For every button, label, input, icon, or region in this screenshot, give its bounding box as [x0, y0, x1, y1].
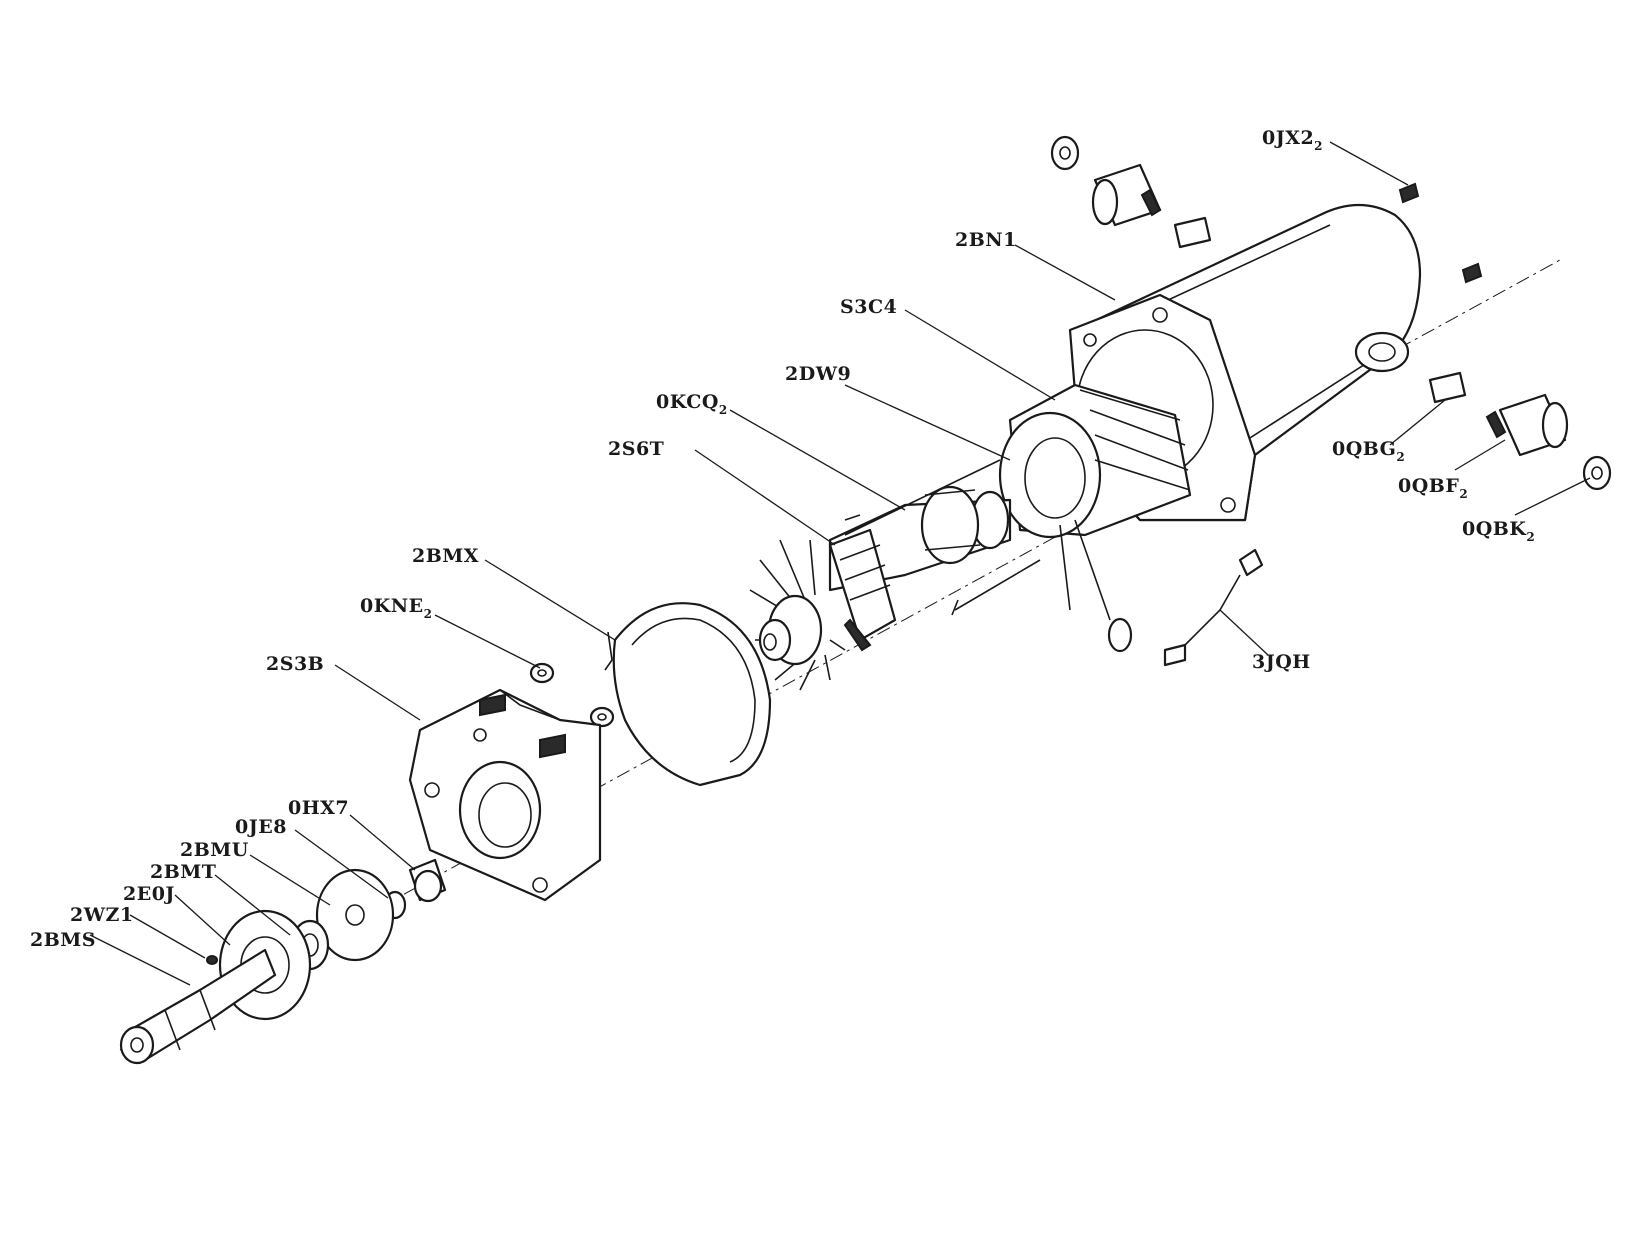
carbon-brush-upper: [1173, 216, 1212, 249]
label-0jx2: 0JX22: [1262, 127, 1323, 153]
armature: [828, 485, 1012, 652]
spring-lower: [1461, 262, 1483, 284]
carbon-brush-lower: [1428, 371, 1467, 404]
label-3jqh: 3JQH: [1252, 651, 1311, 673]
label-2bmu: 2BMU: [180, 839, 249, 861]
label-0kne: 0KNE2: [360, 595, 432, 621]
through-bolts: [844, 459, 1041, 616]
brush-cap-lower: [1582, 455, 1612, 491]
label-0kcq: 0KCQ2: [656, 391, 728, 417]
spring-upper: [1398, 182, 1420, 204]
fan: [749, 539, 846, 691]
label-s3c4: S3C4: [840, 296, 897, 318]
nuts: [529, 662, 615, 728]
baffle-ring: [604, 602, 772, 787]
label-0qbg: 0QBG2: [1332, 438, 1405, 464]
stator: [998, 383, 1192, 653]
output-shaft: [119, 948, 277, 1065]
label-2e0j: 2E0J: [123, 883, 175, 905]
leader-lines: [89, 141, 1591, 986]
part-labels: 0JX22 2BN1 S3C4 2DW9 0KCQ2 2S6T 2BMX 0KN…: [30, 127, 1535, 951]
label-2bms: 2BMS: [30, 929, 96, 951]
label-2dw9: 2DW9: [785, 363, 851, 385]
wire-lead: [1163, 548, 1264, 667]
label-0je8: 0JE8: [235, 816, 287, 838]
label-2bn1: 2BN1: [955, 229, 1017, 251]
end-bell: [408, 688, 602, 902]
label-2bmt: 2BMT: [150, 861, 216, 883]
brush-holder-lower: [1485, 393, 1569, 457]
label-2bmx: 2BMX: [412, 545, 479, 567]
label-0hx7: 0HX7: [288, 797, 349, 819]
label-0qbf: 0QBF2: [1398, 475, 1468, 501]
thrust-washer: [315, 868, 395, 962]
label-2s6t: 2S6T: [608, 438, 664, 460]
brush-holder-upper: [1091, 163, 1162, 227]
brush-cap-upper: [1050, 135, 1080, 171]
label-2s3b: 2S3B: [266, 653, 324, 675]
label-0qbk: 0QBK2: [1462, 518, 1535, 544]
key: [206, 955, 218, 965]
label-2wz1: 2WZ1: [70, 904, 134, 926]
bushing: [408, 858, 447, 903]
